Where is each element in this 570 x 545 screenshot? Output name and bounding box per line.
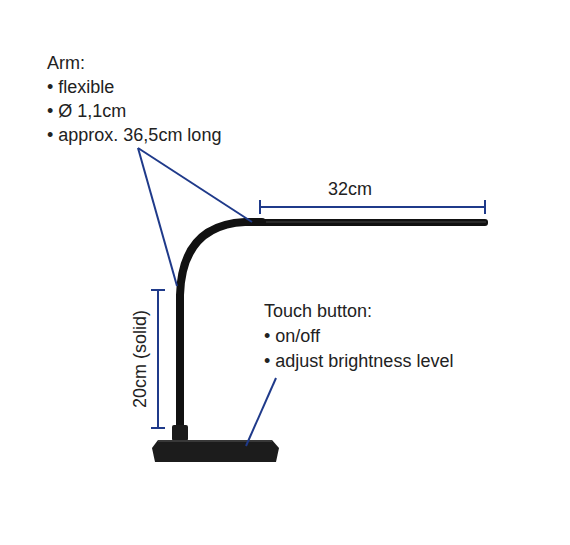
bullet-label: • approx. 36,5cm long — [47, 124, 221, 146]
leader-line — [138, 148, 252, 222]
bullet-label: • adjust brightness level — [264, 350, 453, 372]
dimension-line — [151, 290, 165, 428]
dimension-line — [260, 200, 485, 214]
bullet-label: • flexible — [47, 76, 114, 98]
heading-label: Touch button: — [264, 300, 372, 322]
dimension-label: 32cm — [328, 178, 372, 200]
arm-joint — [172, 425, 188, 441]
bullet-label: • Ø 1,1cm — [47, 100, 126, 122]
heading-label: Arm: — [47, 52, 85, 74]
lamp-head — [252, 219, 488, 226]
bullet-label: • on/off — [264, 325, 320, 347]
leader-line — [246, 378, 276, 446]
dimension-label: 20cm (solid) — [129, 307, 151, 411]
lamp-base — [152, 440, 279, 462]
lamp-arm — [180, 222, 262, 440]
